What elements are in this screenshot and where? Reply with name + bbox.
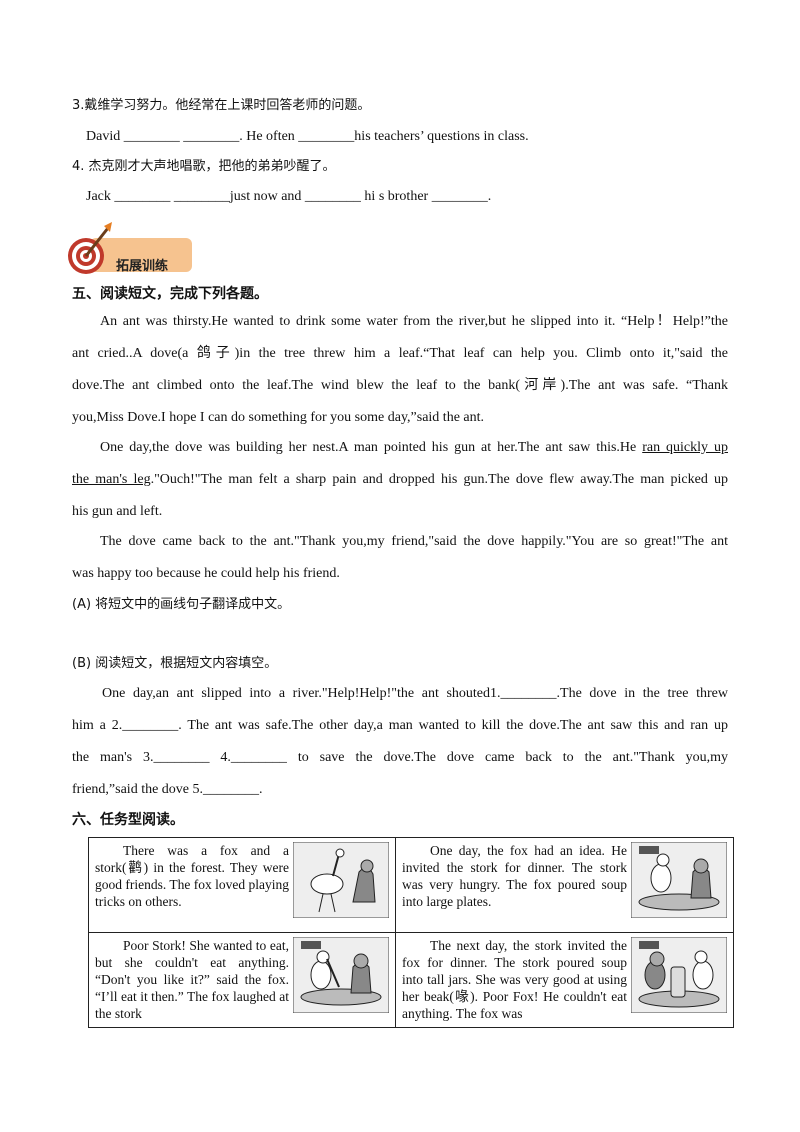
fox-and-stork-picture-icon: [292, 842, 389, 918]
underlined-sentence-part1: ran quickly up: [642, 440, 728, 455]
story-cell-2: One day, the fox had an idea. He invited…: [394, 837, 735, 933]
stork-serving-jars-picture-icon: [631, 937, 727, 1013]
passage-p2-line2: the man's leg."Ouch!"The man felt a shar…: [72, 470, 728, 490]
passage-p3-line2: was happy too because he could help his …: [72, 566, 340, 581]
question-3-english: David ________ ________. He often ______…: [86, 129, 529, 144]
question-b: (B) 阅读短文，根据短文内容填空。: [72, 656, 278, 671]
passage-p1-line1: An ant was thirsty.He wanted to drink so…: [100, 314, 728, 329]
fill-line2: him a 2.________. The ant was safe.The o…: [72, 718, 728, 733]
passage-p2-line1: One day,the dove was building her nest.A…: [100, 438, 728, 458]
underlined-sentence-part2: the man's leg: [72, 472, 151, 487]
story-cell-4: The next day, the stork invited the fox …: [394, 932, 735, 1028]
story-cell-3-text: Poor Stork! She wanted to eat, but she c…: [95, 938, 289, 1021]
passage-p3-line1: The dove came back to the ant."Thank you…: [100, 534, 728, 549]
passage-p1-line2: ant cried..A dove(a 鸽子)in the tree threw…: [72, 346, 728, 361]
section-5-heading: 五、阅读短文，完成下列各题。: [72, 286, 268, 302]
fox-serving-soup-picture-icon: [631, 842, 727, 918]
stork-cannot-eat-picture-icon: [292, 937, 389, 1013]
question-3-chinese: 3.戴维学习努力。他经常在上课时回答老师的问题。: [72, 98, 371, 113]
story-cell-4-text: The next day, the stork invited the fox …: [401, 938, 627, 1021]
fill-line1: One day,an ant slipped into a river."Hel…: [102, 686, 728, 701]
p2-line2-text: ."Ouch!"The man felt a sharp pain and dr…: [150, 472, 729, 487]
question-a: (A) 将短文中的画线句子翻译成中文。: [72, 597, 291, 612]
p2-line1-text: One day,the dove was building her nest.A…: [100, 440, 643, 455]
task-reading-table: There was a fox and a stork(鹳) in the fo…: [88, 837, 735, 1028]
story-cell-3: Poor Stork! She wanted to eat, but she c…: [88, 932, 396, 1028]
passage-p1-line4: you,Miss Dove.I hope I can do something …: [72, 410, 485, 425]
story-cell-2-text: One day, the fox had an idea. He invited…: [401, 843, 627, 909]
badge-label: 拓展训练: [116, 259, 169, 272]
passage-p1-line3: dove.The ant climbed onto the leaf.The w…: [72, 378, 728, 393]
question-4-english: Jack ________ ________just now and _____…: [86, 189, 492, 204]
badge-background: [90, 238, 192, 272]
story-cell-1-text: There was a fox and a stork(鹳) in the fo…: [95, 843, 289, 909]
fill-line4: friend,”said the dove 5.________.: [72, 782, 263, 797]
passage-p2-line3: his gun and left.: [72, 504, 163, 519]
extension-training-badge: 拓展训练: [66, 222, 196, 274]
target-icon: [68, 222, 112, 274]
question-4-chinese: 4. 杰克刚才大声地唱歌，把他的弟弟吵醒了。: [72, 159, 336, 174]
story-cell-1: There was a fox and a stork(鹳) in the fo…: [88, 837, 396, 933]
section-6-heading: 六、任务型阅读。: [72, 812, 184, 828]
fill-line3: the man's 3.________ 4.________ to save …: [72, 750, 728, 765]
